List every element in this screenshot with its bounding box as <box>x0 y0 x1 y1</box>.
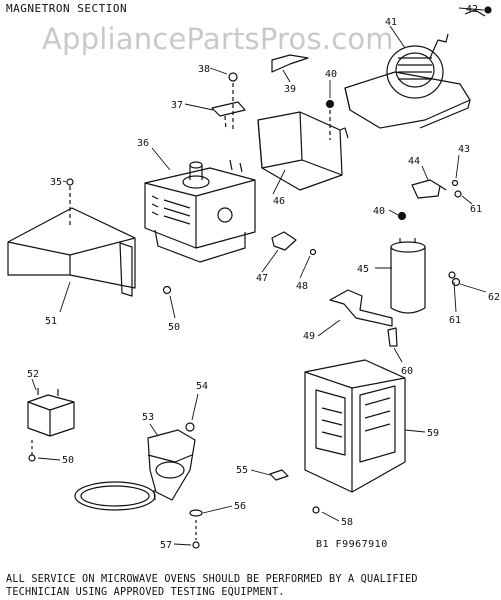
bracket-39 <box>271 54 309 73</box>
callout-labels: 42 41 38 39 40 37 36 46 35 44 43 40 61 4… <box>27 4 500 551</box>
service-notice: ALL SERVICE ON MICROWAVE OVENS SHOULD BE… <box>6 573 501 599</box>
transformer-59 <box>304 359 406 493</box>
section-title: MAGNETRON SECTION <box>6 2 128 15</box>
callout-39: 39 <box>284 84 296 95</box>
callout-62: 62 <box>488 292 500 303</box>
callout-40-mid: 40 <box>373 206 385 217</box>
bracket-44 <box>411 179 447 199</box>
callout-40-top: 40 <box>325 69 337 80</box>
screw-50-upper <box>162 285 172 295</box>
magnetron-36 <box>144 159 256 263</box>
nut-40-mid <box>397 211 407 221</box>
callout-57: 57 <box>160 540 172 551</box>
nut-61-lower <box>448 271 456 279</box>
tab-55 <box>269 469 289 481</box>
washer-56 <box>189 509 203 517</box>
callout-53: 53 <box>142 412 154 423</box>
callout-52: 52 <box>27 369 39 380</box>
callout-50-lower: 50 <box>62 455 74 466</box>
callout-42: 42 <box>466 4 478 15</box>
clamp-47 <box>271 231 297 251</box>
callout-58: 58 <box>341 517 353 528</box>
fan-motor-53 <box>74 429 196 511</box>
strap-49 <box>329 289 393 327</box>
screw-62 <box>451 277 461 287</box>
screw-50-lower <box>28 440 36 462</box>
callout-50-upper: 50 <box>168 322 180 333</box>
callout-59: 59 <box>427 428 439 439</box>
callout-46: 46 <box>273 196 285 207</box>
callout-55: 55 <box>236 465 248 476</box>
screw-57 <box>192 520 200 549</box>
callout-44: 44 <box>408 156 420 167</box>
nut-61-upper <box>454 190 462 198</box>
callout-37: 37 <box>171 100 183 111</box>
callout-56: 56 <box>234 501 246 512</box>
air-guide-46 <box>257 111 349 191</box>
callout-60: 60 <box>401 366 413 377</box>
callout-36: 36 <box>137 138 149 149</box>
callout-61-upper: 61 <box>470 204 482 215</box>
capacitor-45 <box>390 238 426 314</box>
callout-54: 54 <box>196 381 208 392</box>
nut-38 <box>228 72 238 130</box>
notice-line-1: ALL SERVICE ON MICROWAVE OVENS SHOULD BE… <box>6 574 418 585</box>
callout-41: 41 <box>385 17 397 28</box>
thermal-switch-52 <box>27 388 75 437</box>
duct-51 <box>7 207 136 297</box>
callout-38: 38 <box>198 64 210 75</box>
tab-37 <box>211 101 246 117</box>
leader-lines <box>31 7 487 546</box>
callout-48: 48 <box>296 281 308 292</box>
callout-35: 35 <box>50 177 62 188</box>
callout-51: 51 <box>45 316 57 327</box>
callout-61-lower: 61 <box>449 315 461 326</box>
screw-42 <box>484 6 492 14</box>
notice-line-2: TECHNICIAN USING APPROVED TESTING EQUIPM… <box>6 587 285 598</box>
nut-40-top <box>325 99 335 140</box>
screw-48 <box>309 248 317 256</box>
clip-60 <box>387 327 398 347</box>
screw-35 <box>66 178 74 225</box>
screw-43 <box>451 179 459 187</box>
callout-43: 43 <box>458 144 470 155</box>
watermark: AppliancePartsPros.com <box>42 22 394 56</box>
callout-45: 45 <box>357 264 369 275</box>
nut-54 <box>185 422 195 432</box>
blower-motor-41 <box>344 9 486 129</box>
screw-58 <box>312 506 320 514</box>
figure-id: B1 F9967910 <box>316 539 388 550</box>
callout-49: 49 <box>303 331 315 342</box>
callout-47: 47 <box>256 273 268 284</box>
